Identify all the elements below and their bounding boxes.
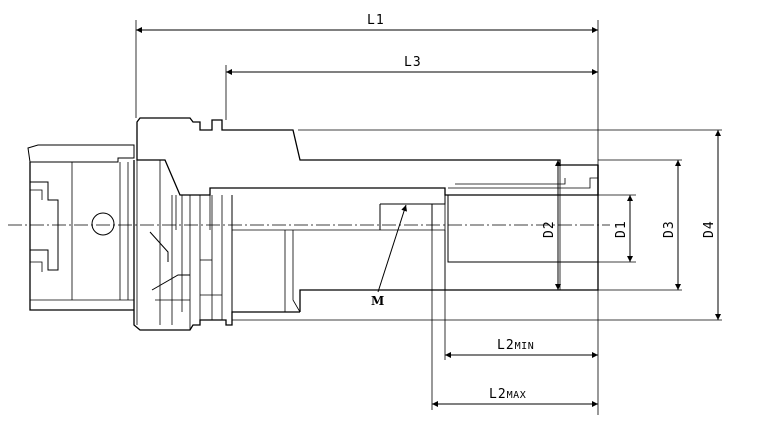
holder-outline-lower <box>29 160 599 331</box>
label-l2min: L2MIN <box>497 338 534 353</box>
label-d1: D1 <box>614 220 629 238</box>
label-l3: L3 <box>404 55 422 70</box>
label-l2max: L2MAX <box>489 387 526 402</box>
dimension-lines <box>136 27 721 407</box>
ball-hole-icon <box>91 212 115 236</box>
label-l1: L1 <box>367 13 385 28</box>
label-d4: D4 <box>702 220 717 238</box>
extension-lines <box>135 20 722 415</box>
label-m: M <box>371 294 384 308</box>
label-d3: D3 <box>662 220 677 238</box>
leader-m <box>377 204 408 293</box>
dimension-labels: L1 L3 L2MIN L2MAX D2 D1 D3 D4 M <box>367 13 717 402</box>
label-d2: D2 <box>542 220 557 238</box>
hatched-section <box>27 117 599 196</box>
